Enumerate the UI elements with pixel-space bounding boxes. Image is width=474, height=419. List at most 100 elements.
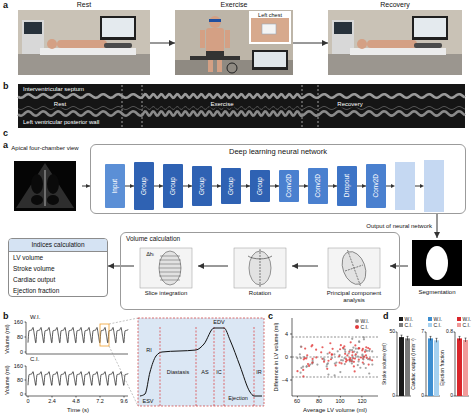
image-caption: Slice integration bbox=[134, 289, 198, 297]
error-bar bbox=[407, 336, 408, 340]
bed bbox=[350, 48, 446, 55]
tick-mark bbox=[52, 396, 53, 398]
axis-line bbox=[26, 396, 128, 397]
tick-label: 0 bbox=[26, 398, 29, 404]
data-point bbox=[358, 359, 360, 361]
layer-link-head bbox=[420, 184, 424, 188]
data-point bbox=[331, 348, 333, 350]
data-point bbox=[311, 362, 313, 364]
rest-photo bbox=[18, 10, 150, 75]
bar bbox=[434, 340, 439, 396]
legend-swatch bbox=[457, 323, 461, 327]
data-point bbox=[344, 353, 346, 355]
data-point bbox=[333, 374, 335, 376]
tick-mark bbox=[290, 357, 292, 358]
data-point bbox=[345, 358, 347, 360]
data-point bbox=[311, 344, 313, 346]
data-point bbox=[365, 346, 367, 348]
image-caption: Apical four-chamber view bbox=[8, 144, 82, 160]
heart-chamber bbox=[47, 195, 59, 205]
data-point bbox=[348, 359, 350, 361]
axis-line bbox=[26, 322, 27, 354]
m-mode-ground bbox=[18, 84, 465, 128]
data-point bbox=[354, 344, 356, 346]
tick-label: −4 bbox=[282, 377, 288, 383]
tick-mark bbox=[290, 334, 292, 335]
connector-arrow bbox=[82, 186, 90, 187]
axis-title: Ejection fraction bbox=[440, 350, 446, 386]
data-point bbox=[344, 351, 346, 353]
mmode-label: Recovery bbox=[336, 101, 363, 108]
mmode-label: Interventricular septum bbox=[22, 86, 85, 93]
data-point bbox=[364, 351, 366, 353]
data-point bbox=[315, 356, 317, 358]
phase-divider bbox=[142, 85, 143, 127]
data-point bbox=[368, 350, 370, 352]
tick-mark bbox=[25, 352, 27, 353]
indices-box: Indices calculationLV volumeStroke volum… bbox=[8, 238, 108, 297]
zoom-box bbox=[100, 324, 109, 346]
data-point bbox=[355, 348, 357, 350]
data-point bbox=[356, 351, 358, 353]
box-heading: Deep learning neural network bbox=[91, 145, 465, 157]
connector-arrow bbox=[241, 186, 250, 187]
data-point bbox=[354, 354, 356, 356]
pca-image bbox=[328, 248, 380, 288]
panel-letter: a bbox=[3, 0, 8, 10]
image-caption: Rotation bbox=[228, 289, 292, 297]
layer-block bbox=[424, 160, 444, 212]
legend-text: W.I. bbox=[463, 316, 472, 322]
panel-letter: b bbox=[3, 311, 9, 321]
data-point bbox=[357, 356, 359, 358]
mmode-label: Exercise bbox=[209, 101, 234, 108]
layer-name: Conv2D bbox=[286, 174, 293, 197]
data-point bbox=[362, 361, 364, 363]
data-point bbox=[344, 363, 346, 365]
error-bar bbox=[430, 336, 432, 337]
image-node: Rotation bbox=[228, 248, 292, 297]
person-leg bbox=[217, 58, 222, 72]
layer-name: Group bbox=[257, 177, 264, 195]
data-point bbox=[360, 356, 362, 358]
error-bar bbox=[459, 336, 460, 340]
agreement-line bbox=[292, 377, 378, 378]
data-point bbox=[353, 361, 355, 363]
bar bbox=[457, 338, 462, 396]
data-point bbox=[315, 349, 317, 351]
legend-swatch bbox=[399, 317, 403, 321]
bar bbox=[399, 337, 404, 396]
bike-wheel bbox=[227, 63, 237, 73]
tick-mark bbox=[25, 322, 27, 323]
data-point bbox=[316, 363, 318, 365]
tick-label: 60 bbox=[294, 398, 300, 404]
legend-item: C.I. bbox=[355, 324, 368, 330]
monitor-screen bbox=[102, 18, 134, 37]
axis-line bbox=[426, 332, 427, 396]
layer-link-head bbox=[391, 184, 395, 188]
data-point bbox=[339, 348, 341, 350]
septum-echo bbox=[44, 170, 45, 206]
legend-text: W.I. bbox=[361, 318, 370, 324]
legend-swatch bbox=[399, 323, 403, 327]
person-arm bbox=[200, 30, 205, 48]
data-point bbox=[352, 356, 354, 358]
person-arm bbox=[225, 30, 230, 48]
connector-arrow bbox=[198, 266, 228, 267]
bed bbox=[40, 48, 136, 55]
echo-ground bbox=[14, 161, 76, 211]
image-caption: Exercise bbox=[175, 0, 293, 10]
data-point bbox=[327, 362, 329, 364]
cycle-trace bbox=[140, 328, 262, 396]
person-legs bbox=[104, 43, 132, 48]
tick-label: 0 bbox=[285, 354, 288, 360]
photo-panel: Exercise bbox=[175, 0, 293, 75]
axis-title: Cardiac output (l min⁻¹) bbox=[411, 338, 417, 389]
room-floor bbox=[328, 54, 462, 75]
person-leg bbox=[208, 58, 213, 72]
connector-arrow bbox=[292, 266, 318, 267]
legend-text: C.I. bbox=[434, 322, 442, 328]
data-point bbox=[302, 375, 304, 377]
legend-item: C.I. bbox=[399, 322, 412, 328]
phase-label: AS bbox=[201, 369, 208, 375]
panel-letter: b bbox=[3, 81, 9, 91]
